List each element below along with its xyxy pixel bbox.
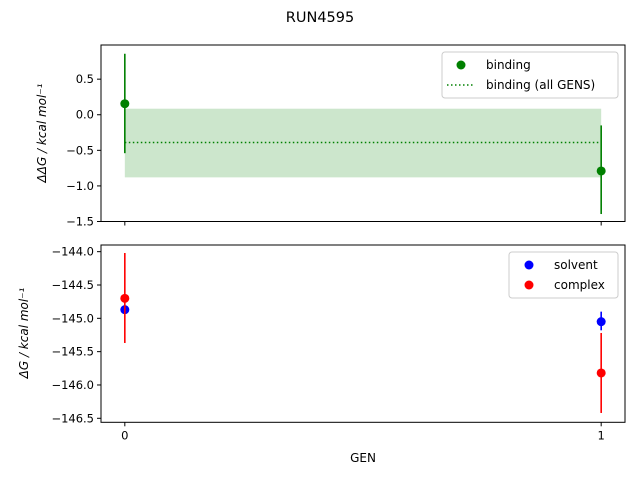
ytick-label: −144.5	[51, 278, 94, 292]
top-axes: 0.5 0.0 −0.5 −1.0 −1.5	[66, 44, 626, 229]
suptitle: RUN4595	[286, 10, 354, 26]
ytick-label: −146.0	[51, 378, 94, 392]
xtick-label: 0	[121, 428, 128, 442]
legend-marker-solvent	[524, 260, 534, 270]
ytick-label: −145.0	[51, 311, 94, 325]
ytick-label: −146.5	[51, 411, 94, 425]
legend-marker-complex	[524, 280, 534, 290]
legend-marker-binding	[456, 60, 466, 70]
axes-frame	[100, 244, 626, 423]
bottom-axes: −144.0 −144.5 −145.0 −145.5 −146.0 −146.5 0 1	[51, 244, 626, 442]
bottom-xlabel: GEN	[350, 451, 376, 465]
ytick-label: −1.0	[66, 179, 94, 193]
ytick-label: −1.5	[66, 215, 94, 229]
point-binding	[596, 166, 606, 176]
point-solvent	[596, 317, 606, 327]
legend-label-binding-all: binding (all GENS)	[486, 78, 595, 92]
legend-label-complex: complex	[554, 278, 605, 292]
top-ylabel: ΔΔG / kcal mol⁻¹	[35, 83, 49, 183]
ytick-label: 0.5	[76, 72, 94, 86]
legend-label-binding: binding	[486, 58, 531, 72]
point-complex	[120, 293, 130, 303]
ytick-label: −144.0	[51, 245, 94, 259]
point-binding	[120, 99, 130, 109]
legend-label-solvent: solvent	[554, 258, 598, 272]
ytick-label: −0.5	[66, 143, 94, 157]
bottom-legend: solvent complex	[508, 251, 619, 299]
axes-frame	[100, 44, 626, 222]
top-legend: binding binding (all GENS)	[441, 51, 619, 99]
bottom-ylabel: ΔG / kcal mol⁻¹	[17, 287, 31, 379]
xtick-label: 1	[598, 428, 605, 442]
ytick-label: −145.5	[51, 345, 94, 359]
ytick-label: 0.0	[76, 108, 94, 122]
point-complex	[596, 368, 606, 378]
